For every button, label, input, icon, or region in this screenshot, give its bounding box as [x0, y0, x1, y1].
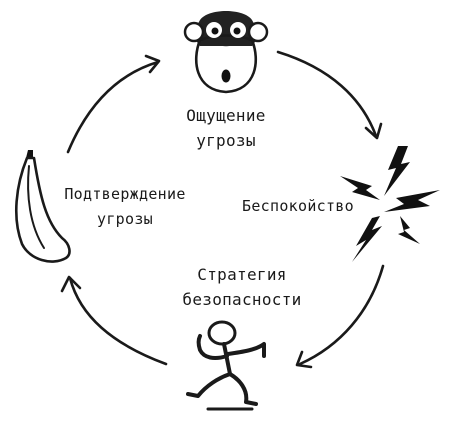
node-label-anxiety: Беспокойство [236, 194, 360, 219]
arrow-strategy-to-confirm [60, 275, 168, 366]
node-strategy-line2: безопасности [182, 290, 302, 309]
arrow-confirm-to-threat [66, 54, 161, 154]
monkey-face-icon [183, 11, 269, 94]
banana-icon [14, 150, 71, 263]
node-confirm-line2: угрозы [97, 210, 153, 228]
arrow-anxiety-to-strategy [295, 264, 385, 369]
node-confirm-line1: Подтверждение [64, 185, 186, 203]
running-stick-figure-icon [186, 320, 266, 411]
node-label-threat: Ощущение угрозы [168, 103, 284, 153]
node-label-confirm: Подтверждение угрозы [58, 182, 192, 232]
node-strategy-line1: Стратегия [197, 265, 287, 284]
node-threat-line2: угрозы [196, 131, 256, 150]
node-label-strategy: Стратегия безопасности [176, 262, 308, 312]
arrow-threat-to-anxiety [276, 50, 383, 140]
node-anxiety-line1: Беспокойство [242, 197, 354, 215]
node-threat-line1: Ощущение [186, 106, 266, 125]
lightning-bolts-icon [340, 146, 440, 262]
